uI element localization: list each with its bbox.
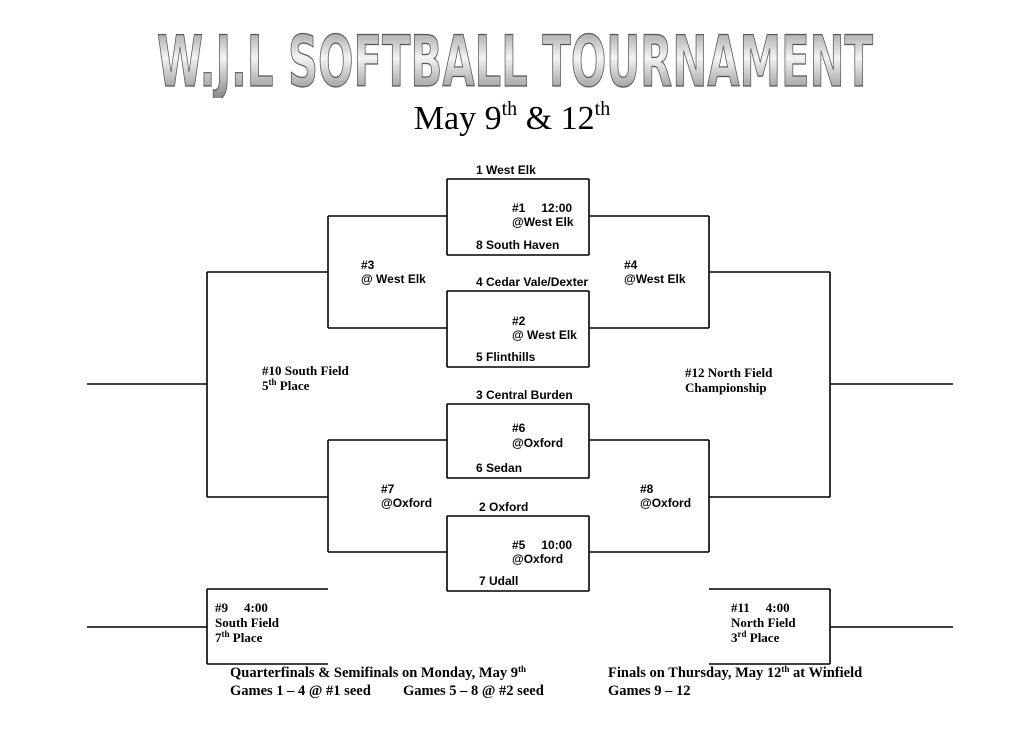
tournament-title: W.J.L SOFTBALL TOURNAMENT [156,20,873,98]
game-4-site: @West Elk [624,272,686,286]
seed-7-team: 7 Udall [479,574,519,588]
game-11-field: North Field [731,615,796,630]
seed-1-team: 1 West Elk [476,163,536,177]
game-7-number: #7 [381,482,395,496]
seed-5-team: 5 Flinthills [476,350,536,364]
game-10-place: 5th Place [262,377,310,394]
footer-schedule-left-line2b: Games 5 – 8 @ #2 seed [403,683,544,699]
game-2-site: @ West Elk [512,328,577,342]
game-5-site: @Oxford [512,552,564,566]
game-6-site: @Oxford [512,436,564,450]
game-3-number: #3 [361,258,375,272]
seed-2-team: 2 Oxford [479,500,529,514]
footer-schedule-left-line2: Games 1 – 4 @ #1 seed [230,683,371,699]
dates-ordinal: th [594,98,611,120]
dates-ordinal: th [501,98,518,120]
game-2-number: #2 [512,314,526,328]
footer-schedule-right-line2: Games 9 – 12 [608,683,691,699]
game-7-site: @Oxford [381,496,433,510]
game-9-place: 7th Place [215,629,263,646]
seed-4-team: 4 Cedar Vale/Dexter [476,275,589,289]
game-10-label: #10 South Field [262,363,349,378]
game-1-site: @West Elk [512,215,574,229]
game-3-site: @ West Elk [361,272,426,286]
game-4-number: #4 [624,258,638,272]
game-9-field: South Field [215,615,279,630]
seed-3-team: 3 Central Burden [476,388,573,402]
game-11-place: 3rd Place [731,629,780,646]
game-12-label: #12 North Field [685,365,773,380]
dates-text: May 9 [413,100,502,137]
dates-text: & 12 [517,100,595,137]
game-12-place: Championship [685,380,767,395]
seed-8-team: 8 South Haven [476,238,560,252]
tournament-dates: May 9th & 12th [0,98,1024,138]
game-8-site: @Oxford [640,496,692,510]
footer-schedule-left-line1: Quarterfinals & Semifinals on Monday, Ma… [230,664,527,682]
game-6-number: #6 [512,421,526,435]
footer-schedule-right-line1: Finals on Thursday, May 12th at Winfield [608,664,863,682]
seed-6-team: 6 Sedan [476,461,523,475]
tournament-title-text: W.J.L SOFTBALL TOURNAMENT [157,21,873,98]
game-8-number: #8 [640,482,654,496]
